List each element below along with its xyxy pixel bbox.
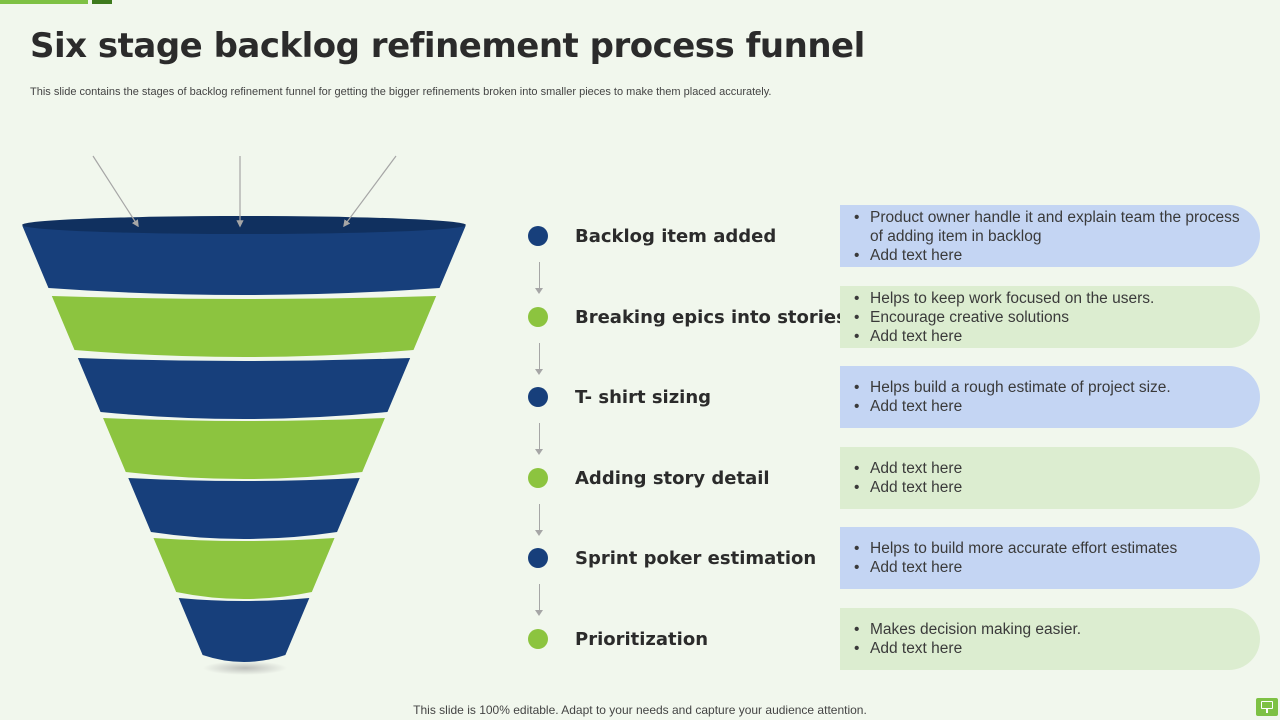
stage-label: T- shirt sizing — [575, 386, 712, 408]
stage-label: Sprint poker estimation — [575, 547, 817, 569]
footer-note: This slide is 100% editable. Adapt to yo… — [413, 703, 867, 717]
bullet-list: Helps build a rough estimate of project … — [854, 378, 1240, 416]
funnel-rim — [22, 216, 466, 234]
presentation-screen-icon — [1256, 698, 1278, 716]
bullet-item: Makes decision making easier. — [854, 620, 1240, 639]
stage-label: Prioritization — [575, 628, 709, 650]
bullet-item: Add text here — [854, 459, 1240, 478]
bullet-item: Add text here — [854, 246, 1240, 265]
bullet-item: Add text here — [854, 558, 1240, 577]
bullet-list: Makes decision making easier.Add text he… — [854, 620, 1240, 658]
stage-row: Adding story detail — [528, 461, 828, 495]
stage-dot — [528, 468, 548, 488]
funnel-band — [22, 226, 466, 295]
stage-description-card: Product owner handle it and explain team… — [840, 205, 1260, 267]
stage-label: Breaking epics into stories — [575, 306, 847, 328]
stage-description-card: Helps to build more accurate effort esti… — [840, 527, 1260, 589]
stage-connector-arrow — [535, 343, 543, 375]
stage-row: T- shirt sizing — [528, 380, 828, 414]
stage-row: Prioritization — [528, 622, 828, 656]
bullet-list: Helps to keep work focused on the users.… — [854, 289, 1240, 346]
stage-description-card: Makes decision making easier.Add text he… — [840, 608, 1260, 670]
funnel-band — [153, 538, 335, 599]
funnel-band — [178, 598, 310, 662]
bullet-item: Add text here — [854, 478, 1240, 497]
bullet-list: Helps to build more accurate effort esti… — [854, 539, 1240, 577]
bullet-item: Helps to keep work focused on the users. — [854, 289, 1240, 308]
page-title: Six stage backlog refinement process fun… — [30, 26, 865, 66]
funnel-band — [103, 418, 385, 479]
top-accent-bar — [0, 0, 88, 4]
stage-dot — [528, 226, 548, 246]
input-arrow-right — [343, 155, 397, 228]
stage-label: Backlog item added — [575, 225, 777, 247]
stage-row: Backlog item added — [528, 219, 828, 253]
bullet-item: Add text here — [854, 397, 1240, 416]
stage-connector-arrow — [535, 584, 543, 616]
bullet-item: Encourage creative solutions — [854, 308, 1240, 327]
bullet-item: Product owner handle it and explain team… — [854, 208, 1240, 246]
funnel-band — [128, 478, 360, 539]
stage-connector-arrow — [535, 504, 543, 536]
stage-description-card: Helps to keep work focused on the users.… — [840, 286, 1260, 348]
stage-dot — [528, 548, 548, 568]
bullet-item: Add text here — [854, 639, 1240, 658]
top-accent-bar-dark — [92, 0, 112, 4]
stage-connector-arrow — [535, 423, 543, 455]
bullet-item: Helps to build more accurate effort esti… — [854, 539, 1240, 558]
funnel-diagram — [22, 155, 466, 675]
bullet-item: Helps build a rough estimate of project … — [854, 378, 1240, 397]
bullet-item: Add text here — [854, 327, 1240, 346]
stage-row: Sprint poker estimation — [528, 541, 828, 575]
funnel-shadow — [203, 661, 287, 675]
stage-dot — [528, 387, 548, 407]
stage-label: Adding story detail — [575, 467, 770, 489]
funnel-band — [51, 296, 437, 357]
stage-dot — [528, 629, 548, 649]
page-subtitle: This slide contains the stages of backlo… — [30, 86, 772, 98]
stage-connector-arrow — [535, 262, 543, 294]
bullet-list: Product owner handle it and explain team… — [854, 208, 1240, 265]
stage-row: Breaking epics into stories — [528, 300, 847, 334]
funnel-band — [77, 358, 411, 419]
input-arrow-left — [92, 155, 139, 228]
stage-description-card: Helps build a rough estimate of project … — [840, 366, 1260, 428]
stage-dot — [528, 307, 548, 327]
